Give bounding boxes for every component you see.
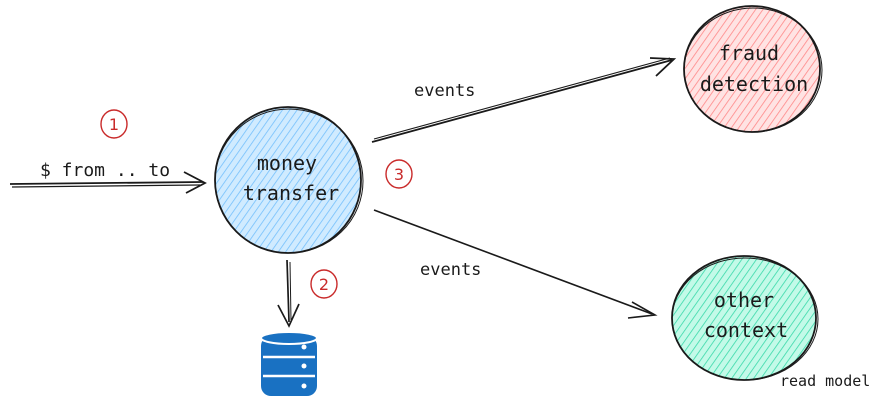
step-3-label: 3 bbox=[394, 165, 404, 184]
events-arrow-to-other bbox=[373, 209, 658, 319]
input-arrow bbox=[9, 171, 207, 194]
step-3-marker: 3 bbox=[385, 159, 413, 189]
step-2-label: 2 bbox=[319, 275, 329, 294]
fraud-detection-node[interactable]: fraud detection bbox=[683, 5, 823, 133]
step-1-marker: 1 bbox=[100, 109, 128, 139]
step-2-marker: 2 bbox=[310, 269, 338, 299]
database-icon bbox=[260, 331, 318, 396]
input-label: $ from .. to bbox=[40, 160, 170, 181]
fraud-detection-line1: fraud bbox=[719, 41, 779, 65]
persist-arrow bbox=[277, 259, 300, 328]
money-transfer-line2: transfer bbox=[243, 181, 339, 205]
other-context-node[interactable]: other context bbox=[671, 255, 819, 381]
step-1-label: 1 bbox=[109, 115, 119, 134]
events-arrow-to-fraud bbox=[371, 57, 677, 143]
money-transfer-node[interactable]: money transfer bbox=[214, 106, 364, 254]
events-label-fraud: events bbox=[414, 81, 475, 101]
events-label-other: events bbox=[420, 260, 481, 280]
money-transfer-line1: money bbox=[257, 151, 317, 175]
other-context-line2: context bbox=[704, 318, 788, 342]
fraud-detection-line2: detection bbox=[700, 72, 808, 96]
other-context-line1: other bbox=[714, 288, 774, 312]
read-model-label: read model bbox=[780, 372, 870, 390]
